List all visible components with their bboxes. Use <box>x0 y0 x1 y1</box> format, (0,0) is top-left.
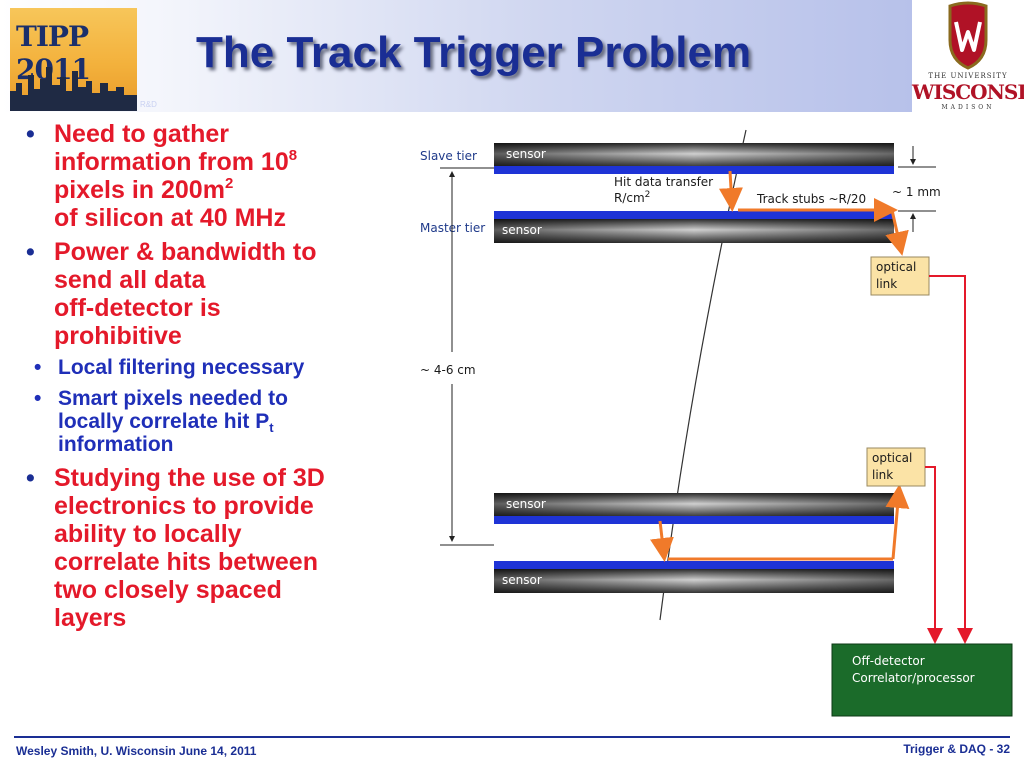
bullet-dot-icon: • <box>26 238 35 266</box>
processor-label-line2: Correlator/processor <box>852 671 975 685</box>
bullet-text: ability to locally <box>54 520 242 548</box>
subbullet-local-filtering: • Local filtering necessary <box>26 356 426 379</box>
bullet-dot-icon: • <box>34 356 42 379</box>
link-label: link <box>876 277 897 291</box>
track-stubs-label: Track stubs ~R/20 <box>756 192 866 206</box>
fiber-link-top <box>929 275 973 644</box>
crest-icon <box>948 1 988 70</box>
bullet-text: Smart pixels needed to <box>58 387 288 410</box>
hit-transfer-arrow <box>650 520 674 562</box>
bullet-gather-info: • Need to gather information from 108 pi… <box>26 120 426 232</box>
subbullet-smart-pixels: • Smart pixels needed to locally correla… <box>26 387 426 456</box>
bullet-dot-icon: • <box>26 120 35 148</box>
bullet-3d-electronics: • Studying the use of 3D electronics to … <box>26 464 426 632</box>
hit-transfer-rate: R/cm2 <box>614 190 650 205</box>
tipp-logo: TIPP 2011 <box>10 8 137 111</box>
footer-page-number: Trigger & DAQ - 32 <box>903 742 1010 756</box>
bullet-text: Power & bandwidth to <box>54 238 317 266</box>
bullet-text: Studying the use of 3D <box>54 464 325 492</box>
logo-subtext: R&D <box>140 100 157 109</box>
optical-link-top: optical link <box>870 256 930 296</box>
optical-label: optical <box>876 260 916 274</box>
bullet-text: locally correlate hit Pt <box>58 410 274 435</box>
bullet-text: correlate hits between <box>54 548 318 576</box>
bullet-dot-icon: • <box>34 387 42 410</box>
university-line1: THE UNIVERSITY <box>928 72 1008 80</box>
footer-divider <box>14 736 1010 738</box>
bullet-text: send all data <box>54 266 206 294</box>
bullet-text: Need to gather <box>54 120 230 148</box>
skyline-icon <box>10 67 137 111</box>
bullet-text: off-detector is <box>54 294 221 322</box>
bullet-text: pixels in 200m2 <box>54 175 234 204</box>
hit-transfer-arrow <box>718 170 743 212</box>
sensor-label: sensor <box>506 147 546 161</box>
bullet-dot-icon: • <box>26 464 35 492</box>
link-label: link <box>872 468 893 482</box>
sensor-label: sensor <box>502 573 542 587</box>
slide-title: The Track Trigger Problem <box>196 28 752 77</box>
to-link-arrow <box>885 209 909 256</box>
off-detector-processor: Off-detector Correlator/processor <box>831 643 1013 717</box>
university-logo: THE UNIVERSITY WISCONSIN MADISON <box>912 0 1024 118</box>
university-line2: WISCONSIN <box>912 80 1024 104</box>
processor-label-line1: Off-detector <box>852 654 925 668</box>
bottom-lower-sensor: sensor <box>494 561 894 593</box>
bullet-text: electronics to provide <box>54 492 314 520</box>
bottom-upper-sensor: sensor <box>494 493 894 524</box>
bullet-text: of silicon at 40 MHz <box>54 204 286 232</box>
bullet-text: Local filtering necessary <box>58 356 305 379</box>
bullet-text: information from 108 <box>54 147 298 176</box>
spacing-large-label: ~ 4-6 cm <box>420 363 476 377</box>
bullet-text: prohibitive <box>54 322 182 350</box>
bullet-text: information <box>58 433 174 456</box>
fiber-link-bottom <box>925 466 943 644</box>
optical-label: optical <box>872 451 912 465</box>
spacing-small-label: ~ 1 mm <box>892 185 941 199</box>
hit-transfer-label: Hit data transfer <box>614 175 713 189</box>
footer-author: Wesley Smith, U. Wisconsin June 14, 2011 <box>16 744 257 758</box>
header-band <box>0 0 912 112</box>
master-sensor: sensor <box>494 211 894 243</box>
slave-sensor: sensor <box>494 143 894 174</box>
university-line3: MADISON <box>941 104 995 111</box>
bullet-text: layers <box>54 604 127 632</box>
to-link-arrow <box>885 484 910 560</box>
sensor-label: sensor <box>506 497 546 511</box>
bullet-text: two closely spaced <box>54 576 282 604</box>
bullet-power-bandwidth: • Power & bandwidth to send all data off… <box>26 238 426 350</box>
bullet-list: • Need to gather information from 108 pi… <box>26 120 426 638</box>
slave-tier-label: Slave tier <box>420 149 477 163</box>
sensor-label: sensor <box>502 223 542 237</box>
master-tier-label: Master tier <box>420 221 485 235</box>
optical-link-bottom: optical link <box>866 447 926 487</box>
